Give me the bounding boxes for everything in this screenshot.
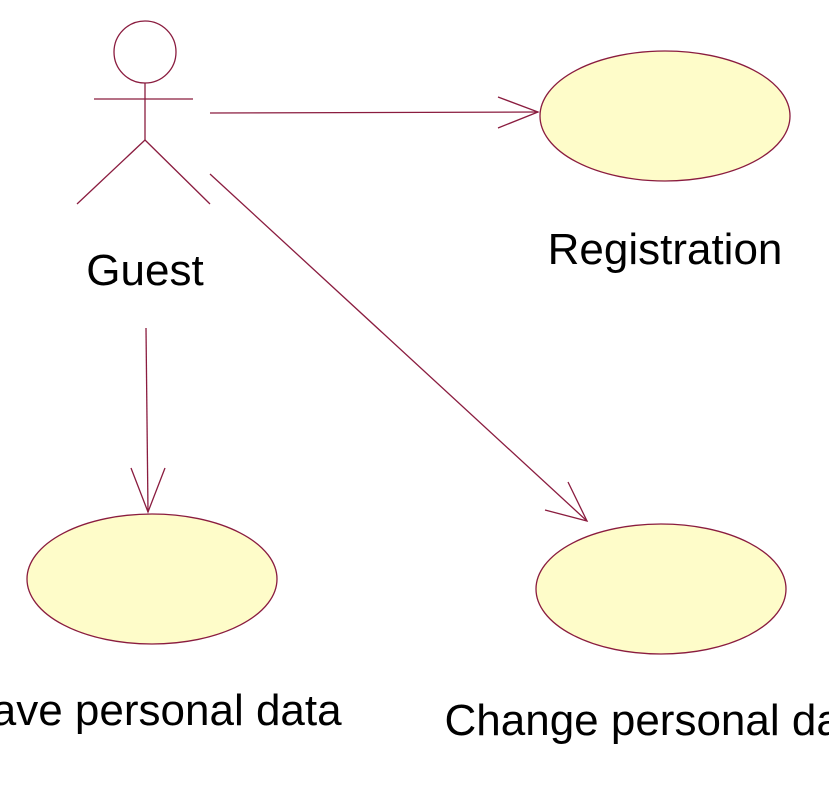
actor-guest[interactable] bbox=[76, 20, 211, 205]
usecase-save-personal-data-label: Save personal data bbox=[0, 686, 342, 735]
association-guest-registration[interactable] bbox=[209, 96, 540, 129]
usecase-save-personal-data[interactable] bbox=[26, 513, 278, 645]
association-line bbox=[145, 327, 149, 513]
actor-label: Guest bbox=[86, 246, 203, 295]
association-line bbox=[209, 173, 588, 522]
arrowhead-icon bbox=[130, 467, 166, 514]
association-line bbox=[209, 111, 539, 114]
usecase-change-personal-data[interactable] bbox=[535, 523, 787, 655]
arrowhead-icon bbox=[497, 96, 540, 129]
usecase-change-personal-data-label: Change personal data bbox=[445, 696, 829, 745]
actor-left-leg bbox=[76, 139, 146, 205]
arrowhead-icon bbox=[544, 481, 589, 522]
association-guest-save-personal-data[interactable] bbox=[130, 327, 166, 514]
usecase-registration[interactable] bbox=[539, 50, 791, 182]
actor-head bbox=[113, 20, 177, 84]
association-guest-change-personal-data[interactable] bbox=[209, 173, 589, 522]
usecase-registration-label: Registration bbox=[548, 225, 783, 274]
actor-right-leg bbox=[144, 139, 211, 205]
